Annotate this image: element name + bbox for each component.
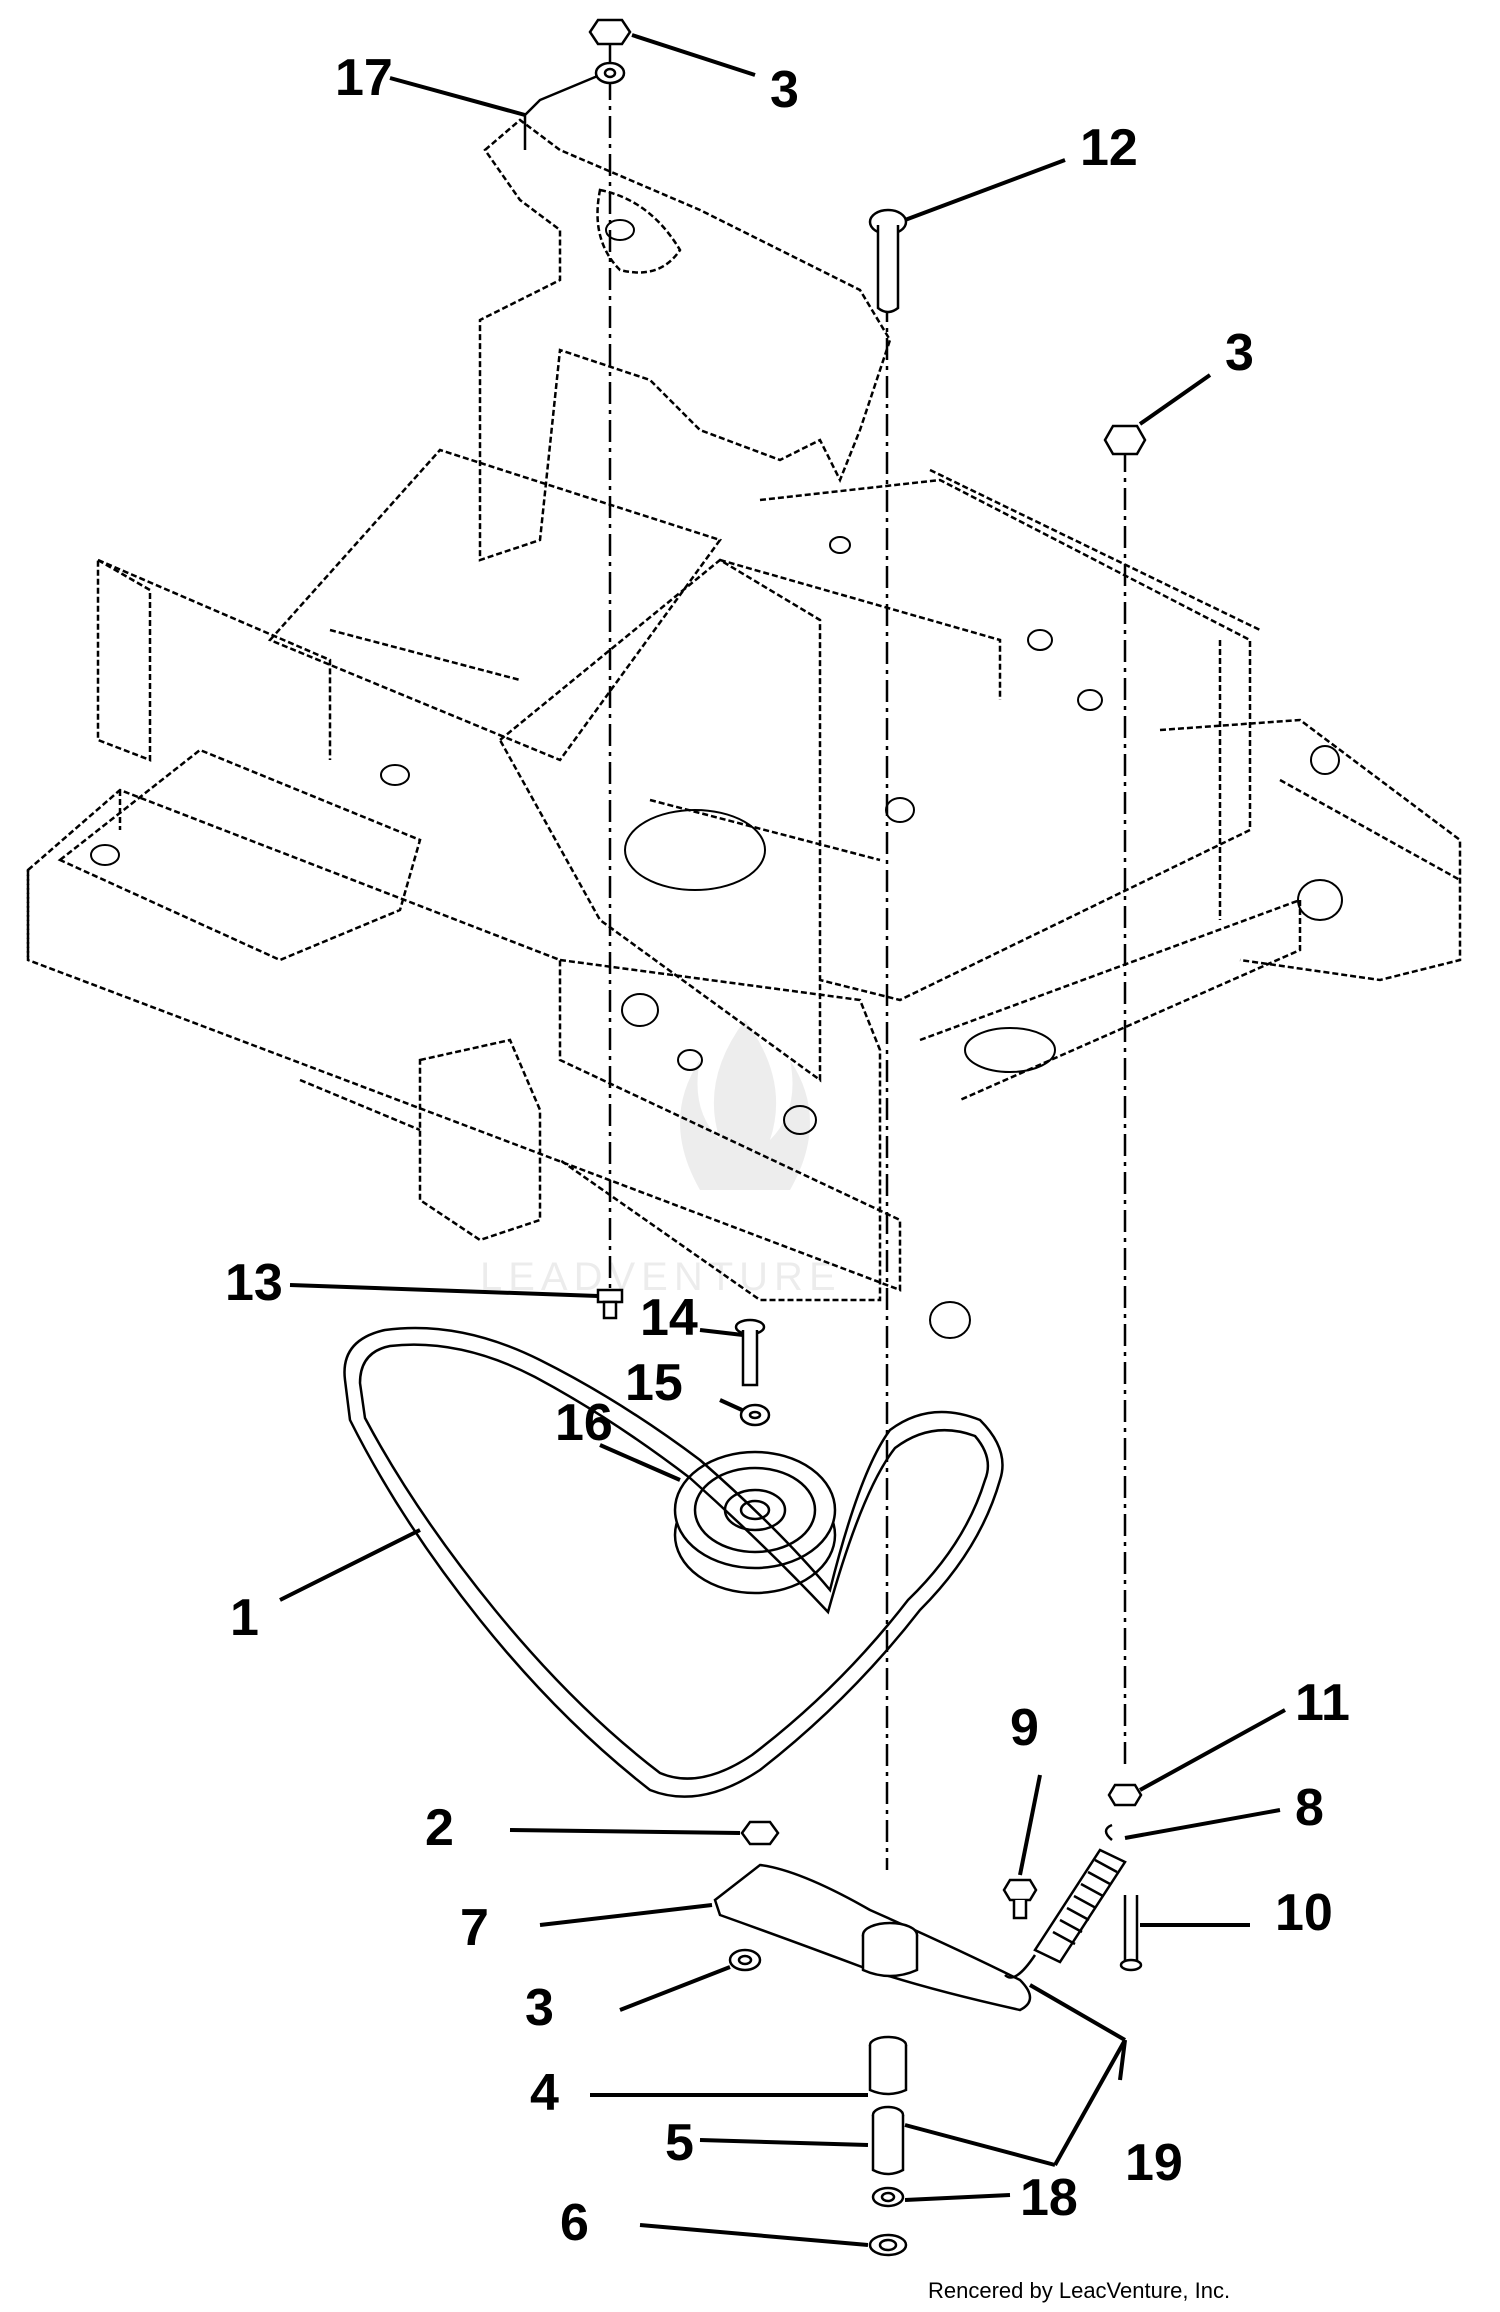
part-11-nut	[1107, 1783, 1143, 1807]
part-3-right-nut	[1103, 424, 1147, 456]
callout-13: 13	[225, 1254, 283, 1312]
callout-10: 10	[1275, 1884, 1333, 1942]
callout-2: 2	[425, 1799, 454, 1857]
watermark-logo	[680, 1020, 810, 1190]
callout-3-top: 3	[770, 61, 799, 119]
part-12-pin	[868, 208, 908, 314]
part-13-bolt	[596, 1288, 624, 1320]
callout-1: 1	[230, 1589, 259, 1647]
callout-6: 6	[560, 2194, 589, 2252]
callout-16: 16	[555, 1394, 613, 1452]
part-9-bolt	[1002, 1878, 1038, 1920]
credit-text: Rencered by LeacVenture, Inc.	[928, 2278, 1230, 2303]
callout-9: 9	[1010, 1699, 1039, 1757]
part-3-bottom-washer	[728, 1948, 762, 1972]
part-3-top-nut	[588, 18, 632, 85]
frame-chassis	[26, 118, 1462, 1339]
part-6-nut	[868, 2233, 908, 2257]
leader-lines	[279, 33, 1286, 2247]
callout-14: 14	[640, 1289, 698, 1347]
part-10-pin	[1119, 1895, 1143, 1972]
callout-17: 17	[335, 49, 393, 107]
part-17-rod	[523, 73, 601, 150]
watermark-text: LEADVENTURE	[480, 1255, 842, 1299]
part-8-spring	[1004, 1823, 1127, 1979]
callout-8: 8	[1295, 1779, 1324, 1837]
part-5-spacer	[871, 2105, 905, 2176]
callout-4: 4	[530, 2064, 559, 2122]
part-15-washer	[739, 1403, 771, 1427]
part-1-belt	[343, 1326, 1004, 1798]
callout-11: 11	[1295, 1674, 1350, 1732]
part-4-bushing	[868, 2035, 908, 2096]
callout-19: 19	[1125, 2134, 1183, 2192]
part-7-idler-arm	[713, 1863, 1032, 2012]
callout-7: 7	[460, 1899, 489, 1957]
callout-15: 15	[625, 1354, 683, 1412]
callout-5: 5	[665, 2114, 694, 2172]
part-18-washer	[871, 2186, 905, 2208]
callout-3-right: 3	[1225, 324, 1254, 382]
part-16-pulley	[673, 1450, 837, 1595]
callout-3-bottom: 3	[525, 1979, 554, 2037]
part-14-bolt	[734, 1318, 766, 1387]
callout-12: 12	[1080, 119, 1138, 177]
callout-18: 18	[1020, 2169, 1078, 2227]
part-2-nut	[740, 1820, 780, 1846]
